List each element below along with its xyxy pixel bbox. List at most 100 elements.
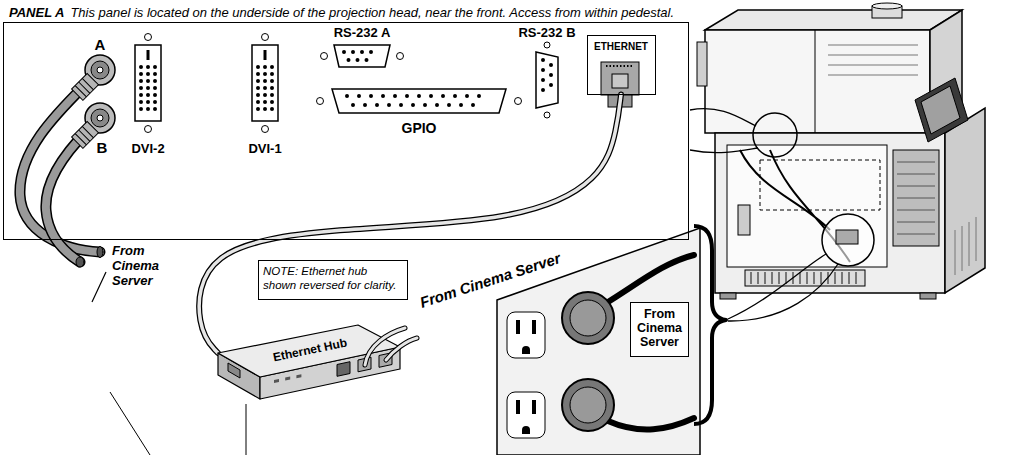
callout-line — [690, 109, 756, 126]
bnc-connector — [97, 67, 103, 73]
projector — [697, 42, 707, 86]
hub-led — [285, 377, 290, 381]
projector — [720, 293, 736, 299]
ethernet-plug — [612, 74, 628, 88]
power-plug — [562, 292, 614, 344]
dvi-connector — [252, 45, 278, 121]
hub-led — [296, 374, 301, 378]
bnc-plug — [75, 126, 93, 144]
gpio-connector — [347, 94, 491, 98]
connector-label: RS-232 A — [334, 26, 391, 39]
projector — [915, 78, 968, 142]
connector-label: DVI-1 — [248, 142, 281, 155]
callout-line — [690, 109, 838, 321]
hub-front — [260, 347, 400, 399]
ethernet-port: ETHERNET — [587, 35, 656, 95]
connector-label: A — [95, 37, 106, 52]
projector — [750, 272, 860, 284]
bnc-cable — [46, 130, 88, 262]
dvi-connector — [145, 34, 152, 41]
connector-label: RS-232 B — [518, 26, 575, 39]
projector — [753, 113, 797, 157]
dvi-connector — [145, 126, 152, 133]
source-label: From Cinema Server — [418, 250, 562, 310]
ethernet-plug — [601, 62, 639, 95]
bnc-cable — [46, 130, 88, 262]
source-label: From Cinema Server — [112, 244, 159, 289]
serial-connector — [549, 65, 553, 95]
connector-label: DVI-2 — [131, 142, 164, 155]
serial-connector — [536, 52, 558, 108]
power-plug — [570, 300, 606, 336]
power-plug — [562, 292, 614, 431]
power-plug — [562, 379, 614, 431]
power-strip — [532, 320, 536, 334]
power-plug — [570, 387, 606, 423]
serial-connector — [544, 42, 550, 48]
panel-title: PANEL A — [9, 5, 64, 20]
hub-cable — [386, 338, 417, 360]
serial-connector — [541, 60, 545, 100]
panel-note: This panel is located on the underside o… — [70, 5, 674, 20]
ethernet-hub: Ethernet Hub — [218, 325, 400, 401]
dvi-connector — [139, 67, 143, 116]
projector — [745, 270, 865, 286]
gpio-connector — [332, 89, 506, 113]
power-cord — [608, 418, 694, 429]
bnc-plug — [72, 74, 99, 149]
bnc-connector — [91, 109, 109, 127]
gpio-connector — [317, 98, 324, 105]
projector — [872, 3, 902, 9]
projector — [727, 145, 887, 267]
power-cord — [608, 255, 694, 302]
projector — [893, 150, 939, 246]
hub-port — [337, 362, 350, 377]
bnc-connector — [91, 61, 109, 79]
serial-connector — [321, 53, 328, 60]
frame-line — [110, 392, 150, 455]
callout-text: From Cinema Server — [637, 307, 682, 349]
dvi-connector — [146, 67, 150, 116]
projector — [921, 86, 960, 134]
dvi-connector — [135, 34, 278, 133]
serial-connector — [349, 58, 376, 62]
power-strip — [497, 228, 700, 455]
gpio-connector — [353, 103, 485, 107]
panel-heading: PANEL A This panel is located on the unde… — [9, 3, 674, 21]
callout-line — [728, 264, 838, 321]
leader-line — [92, 272, 106, 302]
projector — [920, 293, 936, 299]
serial-connector — [334, 45, 390, 67]
gpio-connector — [317, 89, 522, 113]
projector — [955, 217, 976, 275]
projector — [822, 214, 874, 266]
serial-connector — [544, 112, 550, 118]
dvi-connector — [262, 34, 269, 41]
hub-cable — [365, 328, 405, 365]
bnc-plug — [72, 74, 99, 101]
bnc-cable — [97, 247, 103, 258]
projector — [897, 162, 935, 234]
bnc-plug — [75, 78, 93, 96]
callout-line — [728, 254, 826, 319]
power-strip — [516, 400, 520, 414]
bnc-connector — [97, 115, 103, 121]
hub-side — [218, 353, 260, 399]
source-callout: From Cinema Server — [630, 302, 689, 357]
dvi-connector — [135, 45, 161, 121]
hub-led — [274, 379, 279, 383]
serial-connector — [397, 53, 404, 60]
dvi-connector — [153, 67, 157, 116]
serial-connector — [344, 50, 380, 54]
hub-cable — [386, 338, 417, 360]
dvi-connector — [263, 67, 267, 116]
power-strip — [522, 426, 530, 434]
bnc-plug — [72, 122, 99, 149]
power-strip — [507, 392, 545, 438]
projector — [715, 133, 945, 293]
dvi-connector — [264, 50, 267, 60]
gpio-connector — [515, 98, 522, 105]
ethernet-plug — [606, 65, 634, 67]
